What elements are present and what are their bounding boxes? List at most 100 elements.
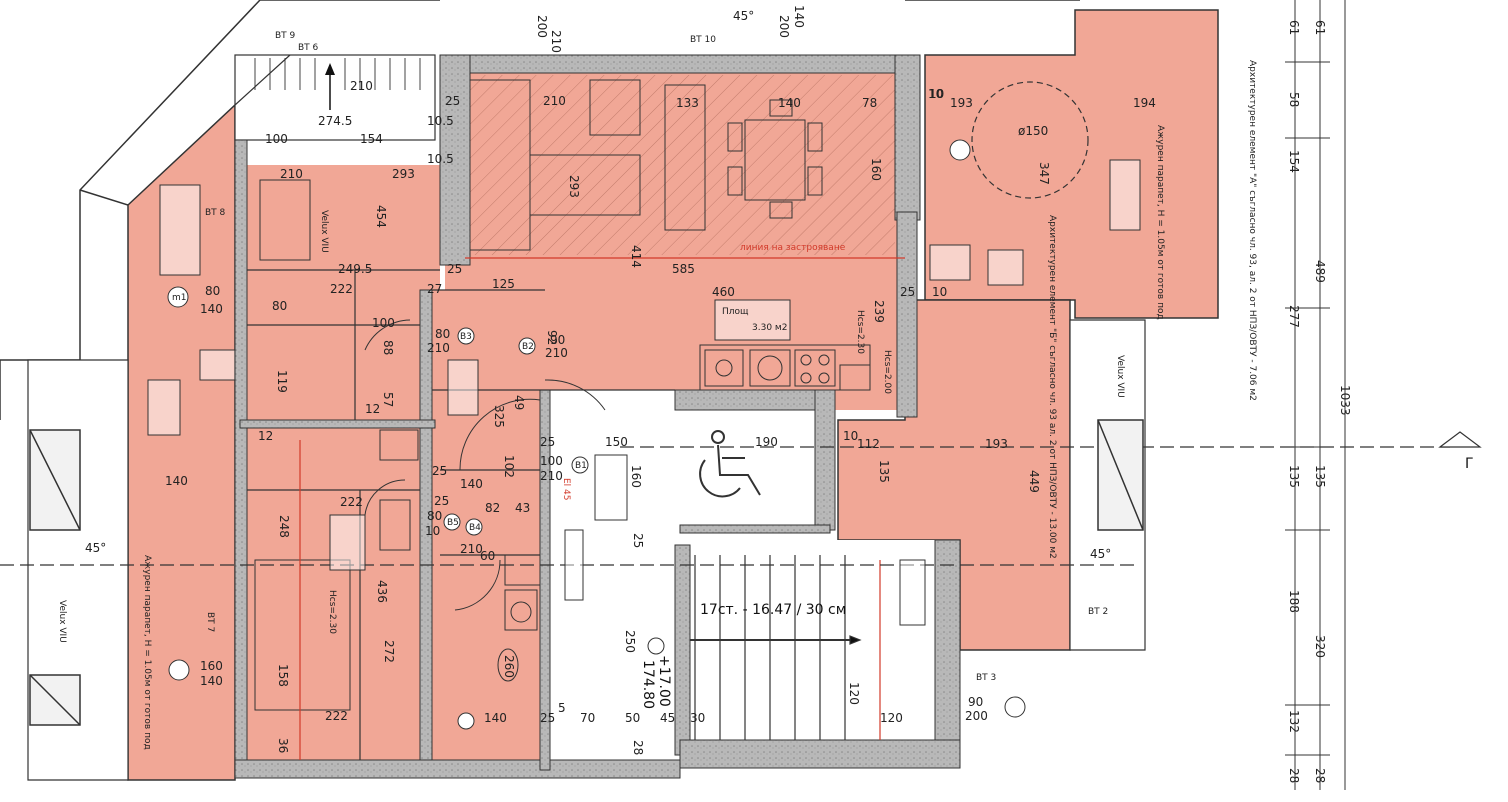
left-d2: 140 xyxy=(200,302,223,316)
living-d13: 27 xyxy=(427,282,442,296)
terrace-d9: 135 xyxy=(877,460,891,483)
bed-d26: 36 xyxy=(276,738,290,753)
bed-d22: 436 xyxy=(375,580,389,603)
living-d11: 25 xyxy=(447,262,462,276)
bt10-label: ВТ 10 xyxy=(690,35,716,45)
bed-d8: 92 xyxy=(545,330,559,345)
top-dim-200b: 200 xyxy=(777,15,791,38)
balcony-d4: 154 xyxy=(360,132,383,146)
top-dim-200: 200 xyxy=(535,15,549,38)
bed-velux: Velux VIU xyxy=(319,210,329,253)
left-d1: 80 xyxy=(205,284,220,298)
bed-d23: 272 xyxy=(382,640,396,663)
terrace-d2: 194 xyxy=(1133,96,1156,110)
stair-d10: 45 xyxy=(660,711,675,725)
terrace-bt2: ВТ 2 xyxy=(1088,607,1108,617)
living-d7: 585 xyxy=(672,262,695,276)
rdim-b2: 1033 xyxy=(1338,385,1352,416)
left-velux: Velux VIU xyxy=(57,600,67,643)
living-d14: 10 xyxy=(928,87,943,101)
rdim-a4: 489 xyxy=(1313,260,1327,283)
bed-d14: 119 xyxy=(275,370,289,393)
door-b2: B2 xyxy=(522,342,534,352)
living-d12: 125 xyxy=(492,277,515,291)
bed-d11: 210 xyxy=(545,346,568,360)
bed-d4: 249.5 xyxy=(338,262,372,276)
left-bt6: ВТ 6 xyxy=(298,43,319,53)
bt8-label: ВТ 8 xyxy=(205,208,226,218)
top-dim-140: 140 xyxy=(792,5,806,28)
stair-d4: 160 xyxy=(629,465,643,488)
stair-d14: 90 xyxy=(968,695,983,709)
rdim-b4: 320 xyxy=(1313,635,1327,658)
bed-d30: 25 xyxy=(434,494,449,508)
bed-d32: 43 xyxy=(515,501,530,515)
legend-tables xyxy=(147,159,1141,626)
bt9-label: ВТ 9 xyxy=(275,31,296,41)
balcony-d3: 100 xyxy=(265,132,288,146)
bed-d18: 325 xyxy=(492,405,506,428)
bed-d20: 222 xyxy=(340,495,363,509)
top-dim-210: 210 xyxy=(549,30,563,53)
living-d15: 160 xyxy=(869,158,883,181)
legend-t1-val: 3.30 м2 xyxy=(752,323,787,333)
rdim-a2: 58 xyxy=(1287,92,1301,107)
living-d2: 133 xyxy=(676,96,699,110)
living-d8: 460 xyxy=(712,285,735,299)
stair-d9: 50 xyxy=(625,711,640,725)
rdim-a9: 28 xyxy=(1287,768,1301,783)
furniture xyxy=(254,79,871,711)
bed-hwall: Hcs=2.30 xyxy=(327,590,337,634)
bed-d36: 10 xyxy=(425,524,440,538)
terrace-d1: 193 xyxy=(950,96,973,110)
bed-d21: 248 xyxy=(277,515,291,538)
rdim-a5: 277 xyxy=(1287,305,1301,328)
walls xyxy=(234,54,961,779)
living-d16: 239 xyxy=(872,300,886,323)
rdim-a1: 61 xyxy=(1287,20,1301,35)
bed-d2: 293 xyxy=(392,167,415,181)
section-marker xyxy=(1438,431,1482,448)
rdim-a6: 135 xyxy=(1287,465,1301,488)
bed-d28: 210 xyxy=(540,469,563,483)
left-parapet: Ажурен парапет, H = 1.05м от готов под xyxy=(142,555,152,750)
bed-d9: 210 xyxy=(427,341,450,355)
legend-t1-title: Площ xyxy=(722,307,749,317)
top-angle-label: 45° xyxy=(733,9,754,23)
wheelchair-icon xyxy=(699,430,761,498)
stair xyxy=(690,555,862,740)
balcony-d6: 10.5 xyxy=(427,152,454,166)
balcony xyxy=(234,54,436,141)
stair-d7: 28 xyxy=(631,740,645,755)
balcony-d5: 10.5 xyxy=(427,114,454,128)
living-hwall2: Hcs=2.00 xyxy=(882,350,892,394)
bed-d34: 210 xyxy=(460,542,483,556)
rdim-b5: 28 xyxy=(1313,768,1327,783)
tree-circle xyxy=(971,81,1089,199)
door-b5: B5 xyxy=(447,518,459,528)
stair-d16: 260 xyxy=(502,655,516,678)
stair-d8: 70 xyxy=(580,711,595,725)
dimension-chain-right xyxy=(1285,0,1346,790)
living-d5: 293 xyxy=(567,175,581,198)
stair-d5: 250 xyxy=(623,630,637,653)
section-label: Г xyxy=(1465,456,1474,472)
bed-d6: 80 xyxy=(272,299,287,313)
stair-d13: 120 xyxy=(847,682,861,705)
stair-d1: 25 xyxy=(540,435,555,449)
door-arcs xyxy=(364,319,606,611)
left-d3: 140 xyxy=(165,474,188,488)
bed-d17: 12 xyxy=(258,429,273,443)
terrace-d6: 193 xyxy=(985,437,1008,451)
bed-d16: 12 xyxy=(365,402,380,416)
left-bt7: ВТ 7 xyxy=(205,612,215,632)
stair-d11: 30 xyxy=(690,711,705,725)
terrace-d5: 10 xyxy=(929,87,944,101)
bed-d3: 454 xyxy=(374,205,388,228)
stair-level2: 174.80 xyxy=(640,660,656,709)
bed-d24: 158 xyxy=(276,664,290,687)
rdim-a7: 188 xyxy=(1287,590,1301,613)
rdim-b1: 61 xyxy=(1313,20,1327,35)
terrace-bt3: ВТ 3 xyxy=(976,673,996,683)
terrace-d4: 347 xyxy=(1037,162,1051,185)
